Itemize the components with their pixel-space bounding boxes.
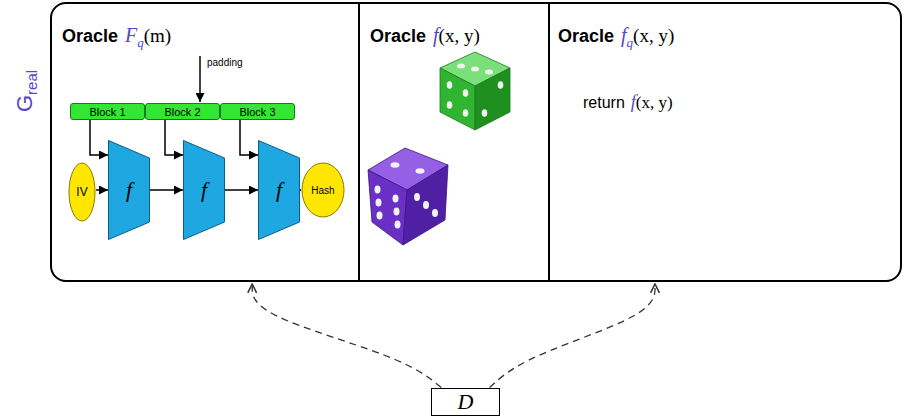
function-symbol: f (621, 24, 627, 46)
function-symbol: f (126, 177, 132, 203)
data-flow-arrow (96, 189, 108, 191)
distinguisher-box: D (431, 388, 500, 416)
iv-label: IV (76, 185, 87, 199)
ellipse-shape (69, 163, 95, 221)
message-block: Block 3 (220, 103, 295, 120)
trapezoid-shape (109, 141, 150, 240)
hash-label: Hash (311, 185, 334, 196)
function-symbol: F (125, 24, 137, 46)
data-flow-arrow (150, 189, 183, 191)
function-symbol: f (276, 177, 282, 203)
block-label: Block 1 (89, 106, 125, 118)
die-pip (432, 209, 438, 217)
die-pip (375, 186, 381, 194)
message-block: Block 1 (70, 103, 145, 120)
data-flow-arrow (300, 189, 301, 191)
padding-label: padding (207, 57, 243, 68)
block-label: Block 3 (239, 106, 275, 118)
die-pip (471, 67, 479, 72)
game-frame: Block 1Block 2Block 3IVfffHashOracleFq(m… (50, 2, 902, 282)
die-pip (377, 212, 383, 220)
hash-ellipse: Hash (301, 162, 345, 218)
die-face (403, 165, 448, 245)
distinguisher-name: D (458, 389, 474, 415)
die-pip (394, 208, 400, 216)
function-subscript: q (137, 35, 144, 50)
trapezoid-shape (184, 141, 225, 240)
function-symbol: f (433, 24, 439, 46)
die-face (475, 68, 510, 130)
compression-function: f (108, 140, 150, 240)
die-pip (457, 64, 465, 69)
data-flow-arrow (240, 120, 258, 155)
die-pip (416, 168, 425, 174)
die-pip (414, 193, 420, 201)
ellipse-shape (302, 163, 344, 217)
code-keyword: return (583, 94, 625, 111)
padding-arrow (199, 56, 201, 102)
die-pip (447, 81, 453, 89)
compression-function: f (258, 140, 300, 240)
die-pip (393, 195, 399, 203)
oracle-keyword: Oracle (370, 26, 426, 46)
text-line: returnf(x, y) (583, 92, 673, 113)
function-symbol: f (631, 92, 636, 112)
oracle-panel: Oraclefq(x, y)returnf(x, y) (550, 4, 900, 280)
text-line: Oraclefq(x, y) (558, 24, 674, 51)
die-face (440, 68, 475, 130)
function-argument: (x, y) (439, 25, 480, 46)
die-pip (423, 201, 429, 209)
message-block: Block 2 (145, 103, 220, 120)
function-symbol: f (201, 177, 207, 203)
die-face (368, 170, 407, 245)
oracle-query-arrow (252, 284, 441, 388)
oracle-keyword: Oracle (558, 26, 614, 46)
oracle-panel: Oraclef(x, y) (360, 4, 550, 280)
green-die (440, 52, 510, 130)
game-subscript: real (23, 70, 40, 95)
die-pip (463, 89, 469, 97)
oracle-query-arrow (490, 284, 655, 388)
text-line: Greal (12, 70, 40, 112)
block-label: Block 2 (164, 106, 200, 118)
oracle-panel: Block 1 Block 2 Block 3 IV f f f Hash Oracle Fq(m… (52, 4, 360, 280)
data-flow-arrow (90, 120, 108, 155)
die-pip (395, 221, 401, 229)
die-pip (376, 199, 382, 207)
compression-function: f (183, 140, 225, 240)
data-flow-arrow (165, 120, 183, 155)
purple-die (368, 148, 448, 245)
function-argument: (m) (144, 25, 171, 46)
die-pip (485, 70, 493, 75)
game-name: G (12, 95, 37, 112)
function-argument: (x, y) (636, 93, 673, 112)
function-argument: (x, y) (633, 25, 674, 46)
oracle-keyword: Oracle (62, 26, 118, 46)
text-line: Oraclef(x, y) (370, 24, 480, 47)
die-pip (447, 101, 453, 109)
function-subscript: q (627, 35, 634, 50)
trapezoid-shape (259, 141, 300, 240)
die-pip (391, 162, 400, 168)
text-line: Oracle Fq(m) (62, 24, 171, 51)
data-flow-arrow (225, 189, 258, 191)
die-pip (498, 81, 504, 89)
die-pip (482, 109, 488, 117)
die-pip (463, 109, 469, 117)
iv-ellipse: IV (68, 162, 96, 222)
